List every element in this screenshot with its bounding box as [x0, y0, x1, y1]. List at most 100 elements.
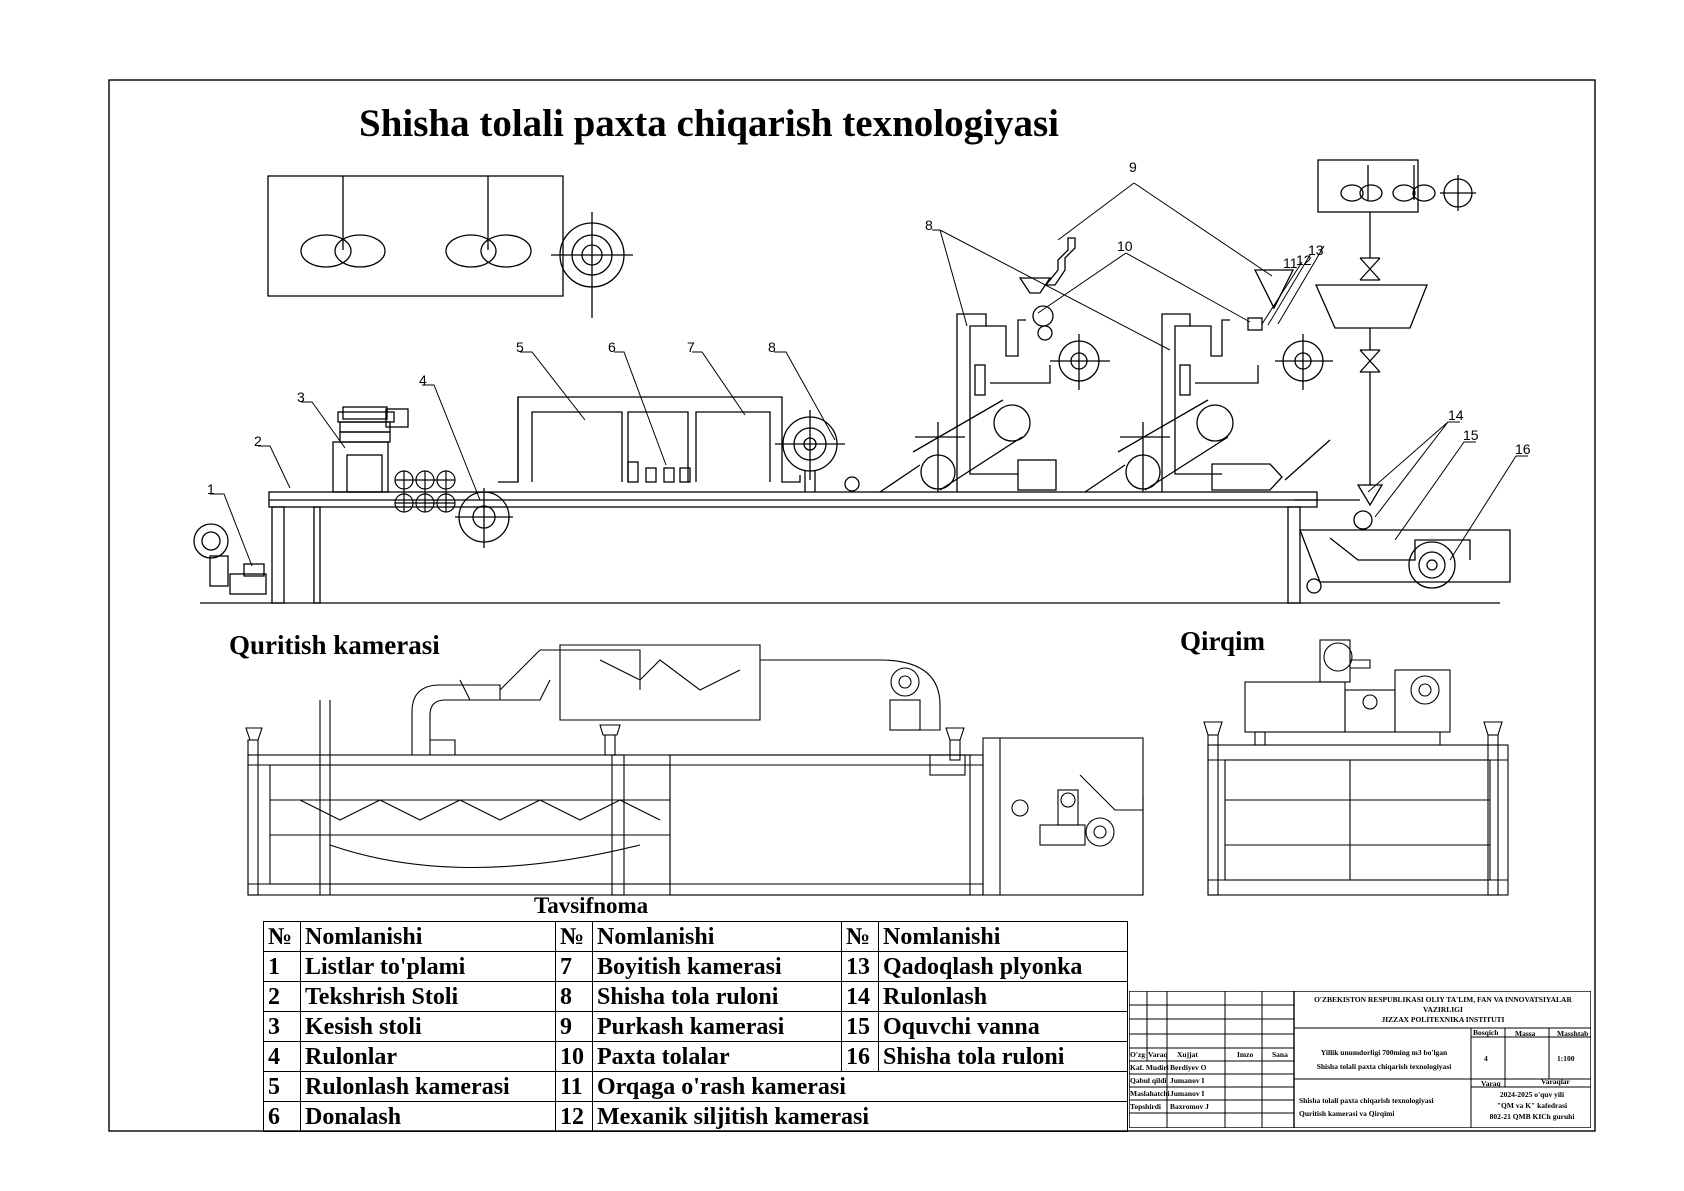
legend-num: 15 — [841, 1011, 879, 1042]
callout-2: 2 — [254, 433, 262, 449]
org-line-1: O'ZBEKISTON RESPUBLIKASI OLIY TA'LIM, FA… — [1314, 995, 1572, 1004]
legend-name: Shisha tola ruloni — [878, 1041, 1128, 1072]
title-block: O'ZBEKISTON RESPUBLIKASI OLIY TA'LIM, FA… — [1129, 991, 1591, 1128]
legend-title: Tavsifnoma — [534, 893, 649, 918]
callout-6: 6 — [608, 339, 616, 355]
legend-num: 11 — [555, 1071, 593, 1102]
callout-11: 11 — [1283, 255, 1298, 271]
sheet-line-1: Shisha tolali paxta chiqarish texnologiy… — [1299, 1096, 1434, 1105]
legend-num: 14 — [841, 981, 879, 1012]
legend-name: Shisha tola ruloni — [592, 981, 842, 1012]
legend-num: 9 — [555, 1011, 593, 1042]
role-4-name: Baxromov J — [1170, 1102, 1209, 1111]
legend-name: Rulonlar — [300, 1041, 556, 1072]
legend-name: Mexanik siljitish kamerasi — [592, 1101, 1128, 1132]
legend-num: 16 — [841, 1041, 879, 1072]
legend-num: 12 — [555, 1101, 593, 1132]
varaqlar-label: Varaqlar — [1541, 1077, 1570, 1086]
production-line — [193, 159, 1511, 604]
drying-chamber-view — [245, 644, 1144, 896]
callout-9: 9 — [1129, 159, 1137, 175]
role-2: Qabul qildi — [1130, 1076, 1167, 1085]
col-header-ozg: O'zg — [1130, 1050, 1145, 1059]
org-line-2: VAZIRLIGI — [1423, 1005, 1463, 1014]
legend-num: 2 — [263, 981, 301, 1012]
callout-4: 4 — [419, 372, 427, 388]
legend-num: 7 — [555, 951, 593, 982]
legend-table: № Nomlanishi № Nomlanishi № Nomlanishi 1… — [263, 921, 1128, 1132]
callout-7: 7 — [687, 339, 695, 355]
top-left-detail — [267, 175, 633, 318]
legend-header-num: № — [841, 921, 879, 952]
callout-8a: 8 — [768, 339, 776, 355]
legend-header-name: Nomlanishi — [300, 921, 556, 952]
role-4: Topshirdi — [1130, 1102, 1161, 1111]
role-3: Maslahatchi — [1130, 1089, 1170, 1098]
col-header-sana: Sana — [1272, 1050, 1288, 1059]
legend-header-name: Nomlanishi — [592, 921, 842, 952]
masshtab-value: 1:100 — [1557, 1054, 1575, 1063]
cutting-section-view — [1203, 639, 1509, 896]
callout-13: 13 — [1308, 242, 1324, 258]
role-1-name: Berdiyev O — [1170, 1063, 1207, 1072]
callout-14: 14 — [1448, 407, 1464, 423]
legend-name: Rulonlash kamerasi — [300, 1071, 556, 1102]
callout-10: 10 — [1117, 238, 1133, 254]
legend-name: Rulonlash — [878, 981, 1128, 1012]
legend-header-name: Nomlanishi — [878, 921, 1128, 952]
col-header-xujjat: Xujjat — [1177, 1050, 1198, 1059]
callout-1: 1 — [207, 481, 215, 497]
legend-num: 10 — [555, 1041, 593, 1072]
section-cut-label: Qirqim — [1180, 626, 1266, 656]
legend-name: Listlar to'plami — [300, 951, 556, 982]
legend-name: Tekshrish Stoli — [300, 981, 556, 1012]
col-header-imzo: Imzo — [1237, 1050, 1254, 1059]
legend-num: 1 — [263, 951, 301, 982]
project-line-1: Yillik unumdorligi 700ming m3 bo'lgan — [1320, 1048, 1448, 1057]
col-header-varaq: Varaq — [1148, 1050, 1168, 1059]
massa-label: Massa — [1515, 1029, 1536, 1038]
role-2-name: Jumanov I — [1170, 1076, 1205, 1085]
legend-header-num: № — [555, 921, 593, 952]
legend-num: 6 — [263, 1101, 301, 1132]
legend-header-row: № Nomlanishi № Nomlanishi № Nomlanishi — [263, 921, 1128, 952]
legend-num: 5 — [263, 1071, 301, 1102]
callout-8b: 8 — [925, 217, 933, 233]
legend-name: Qadoqlash plyonka — [878, 951, 1128, 982]
legend-name: Boyitish kamerasi — [592, 951, 842, 982]
section-drying-label: Quritish kamerasi — [229, 630, 440, 660]
legend-name: Oquvchi vanna — [878, 1011, 1128, 1042]
legend-name: Paxta tolalar — [592, 1041, 842, 1072]
bosqich-value: 4 — [1484, 1054, 1488, 1063]
callout-5: 5 — [516, 339, 524, 355]
legend-num: 8 — [555, 981, 593, 1012]
varaq-label: Varaq — [1481, 1079, 1501, 1088]
callout-labels: 1 2 3 4 5 6 7 8 8 9 10 11 12 13 14 15 16 — [207, 159, 1531, 497]
legend-name: Kesish stoli — [300, 1011, 556, 1042]
department: "QM va K" kafedrasi — [1496, 1101, 1568, 1110]
title-block-grid — [1129, 991, 1591, 1128]
legend-num: 13 — [841, 951, 879, 982]
legend-name: Orqaga o'rash kamerasi — [592, 1071, 1128, 1102]
callout-15: 15 — [1463, 427, 1479, 443]
drawing-title: Shisha tolali paxta chiqarish texnologiy… — [359, 102, 1059, 145]
callout-3: 3 — [297, 389, 305, 405]
legend-num: 4 — [263, 1041, 301, 1072]
callout-16: 16 — [1515, 441, 1531, 457]
masshtab-label: Masshtab — [1557, 1029, 1589, 1038]
year: 2024-2025 o'quv yili — [1499, 1090, 1565, 1099]
sheet-line-2: Quritish kamerasi va Qirqimi — [1299, 1109, 1395, 1118]
role-1: Kaf. Mudiri — [1130, 1063, 1169, 1072]
role-3-name: Jumanov I — [1170, 1089, 1205, 1098]
legend-name: Purkash kamerasi — [592, 1011, 842, 1042]
callout-12: 12 — [1296, 252, 1312, 268]
bosqich-label: Bosqich — [1473, 1028, 1499, 1037]
legend-header-num: № — [263, 921, 301, 952]
org-line-3: JIZZAX POLITEXNIKA INSTITUTI — [1381, 1015, 1505, 1024]
